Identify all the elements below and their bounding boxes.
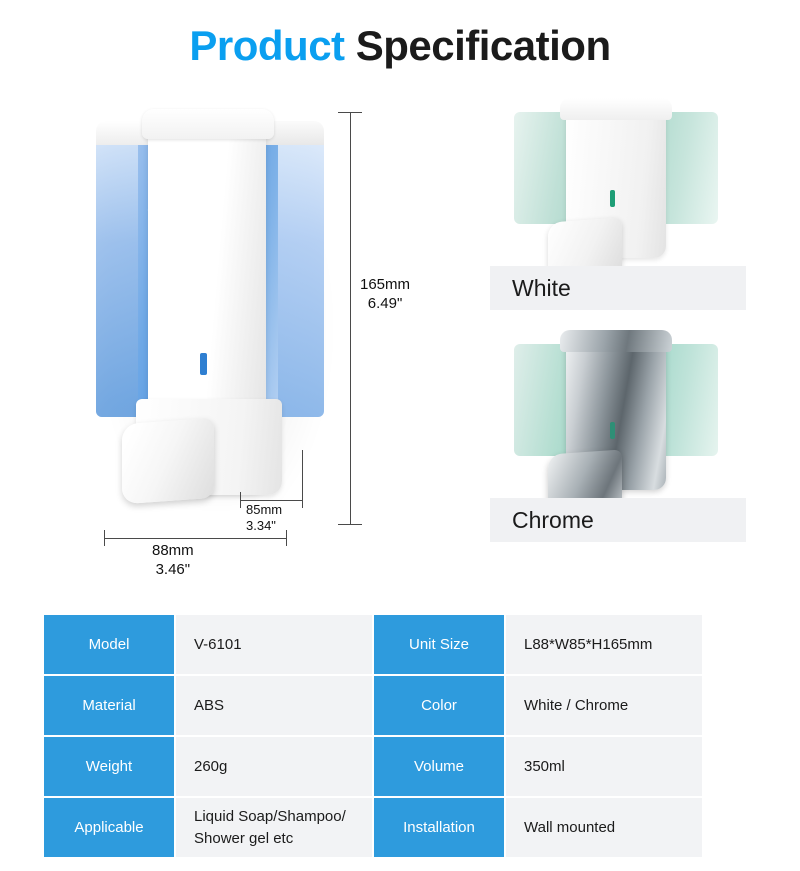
height-dimension-tick-bottom [338,524,362,525]
main-dispenser-image [90,105,340,505]
width-dimension-tick-left [104,530,105,546]
spec-key-applicable: Applicable [44,798,174,857]
width-dimension-mm: 88mm [152,542,194,559]
height-dimension-line [350,112,351,524]
spec-value-material: ABS [176,676,372,735]
variant-card-chrome: Chrome [470,330,766,542]
width-dimension-label: 88mm 3.46" [152,542,194,580]
spec-value-installation: Wall mounted [506,798,702,857]
width-dimension-in: 3.46" [155,560,191,578]
specification-table: Model V-6101 Unit Size L88*W85*H165mm Ma… [44,615,756,857]
variant-chrome-top-cap [560,330,672,352]
product-level-indicator [200,353,207,375]
spec-value-model: V-6101 [176,615,372,674]
variant-white-top-cap [560,98,672,120]
spec-value-color: White / Chrome [506,676,702,735]
depth-dimension-mm: 85mm [246,502,283,517]
product-push-knob [122,417,214,505]
page-title: Product Specification [0,22,800,70]
variant-white-label: White [512,274,571,301]
spec-key-weight: Weight [44,737,174,796]
variant-white-level-indicator [610,190,615,207]
spec-key-model: Model [44,615,174,674]
height-dimension-tick-top [338,112,362,113]
spec-value-unit-size: L88*W85*H165mm [506,615,702,674]
spec-key-color: Color [374,676,504,735]
width-dimension-tick-right [286,530,287,546]
variant-chrome-label: Chrome [512,506,594,533]
height-dimension-in: 6.49" [367,294,403,312]
depth-dimension-label: 85mm 3.34" [246,502,282,535]
page-title-rest: Specification [344,22,611,69]
variant-chrome-image [514,330,724,515]
variant-white-label-plate: White [490,266,746,310]
depth-dimension-tick-left [240,492,241,508]
variant-chrome-label-plate: Chrome [490,498,746,542]
spec-key-volume: Volume [374,737,504,796]
main-product-figure: 165mm 6.49" 85mm 3.34" 88mm 3.46" [60,80,480,580]
spec-value-applicable: Liquid Soap/Shampoo/ Shower gel etc [176,798,372,857]
spec-value-volume: 350ml [506,737,702,796]
product-top-right-shoulder [264,121,324,145]
variant-white-image [514,98,724,283]
depth-dimension-line [240,500,302,501]
variant-chrome-level-indicator [610,422,615,439]
height-dimension-mm: 165mm [360,276,411,293]
depth-dimension-in: 3.34" [246,518,276,534]
spec-key-installation: Installation [374,798,504,857]
product-tank-left-facet [96,127,138,417]
width-dimension-line [104,538,286,539]
variant-card-white: White [470,98,766,310]
product-top-cap [142,109,274,139]
page-title-accent: Product [189,22,345,69]
spec-key-material: Material [44,676,174,735]
spec-key-unit-size: Unit Size [374,615,504,674]
product-tank-right-facet [278,127,324,417]
depth-dimension-tick-right [302,450,303,508]
height-dimension-label: 165mm 6.49" [360,276,410,314]
spec-value-weight: 260g [176,737,372,796]
